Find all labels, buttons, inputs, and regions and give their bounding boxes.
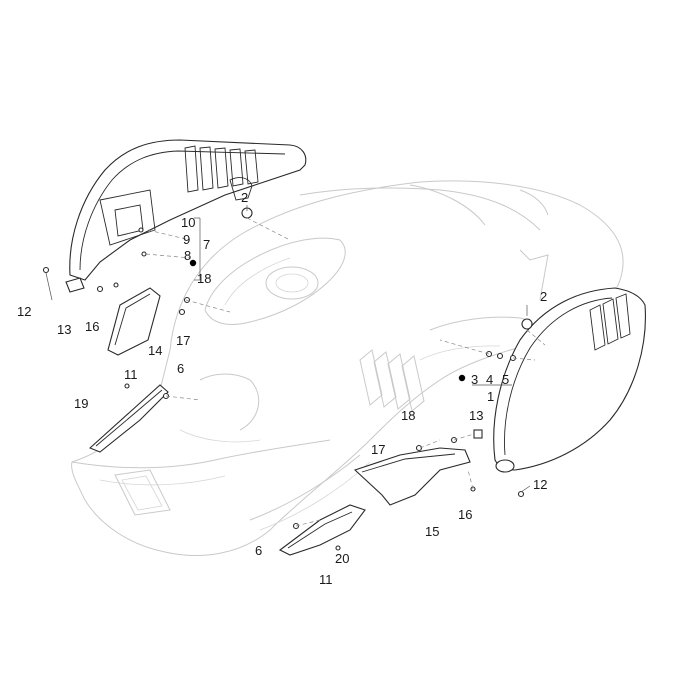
body-vents bbox=[359, 349, 425, 412]
screw-12b bbox=[517, 490, 525, 498]
screw-11a bbox=[124, 383, 130, 389]
dot-1 bbox=[458, 374, 466, 382]
callout-14: 14 bbox=[148, 343, 162, 358]
callout-13: 13 bbox=[57, 322, 71, 337]
clip-17b bbox=[415, 444, 423, 452]
part-19-trim bbox=[88, 384, 169, 453]
callout-6: 6 bbox=[255, 543, 262, 558]
callout-labels: 2 10 9 7 8 18 12 13 16 14 17 11 6 19 2 3… bbox=[17, 190, 547, 587]
screw-12a bbox=[42, 266, 50, 274]
callout-16: 16 bbox=[85, 319, 99, 334]
callout-18: 18 bbox=[197, 271, 211, 286]
right-panel-vents bbox=[589, 293, 631, 351]
part-15-trim bbox=[353, 447, 471, 506]
callout-11: 11 bbox=[319, 572, 333, 587]
washer-4 bbox=[496, 352, 504, 360]
callout-11: 11 bbox=[124, 367, 138, 382]
right-side-panel bbox=[493, 287, 646, 473]
callout-2: 2 bbox=[241, 190, 248, 205]
callout-15: 15 bbox=[425, 524, 439, 539]
callout-4: 4 bbox=[486, 372, 493, 387]
callout-10: 10 bbox=[181, 215, 195, 230]
part-14-trim bbox=[107, 287, 161, 356]
washer-9 bbox=[138, 227, 144, 233]
callout-12: 12 bbox=[17, 304, 31, 319]
callout-9: 9 bbox=[183, 232, 190, 247]
part-20-trim bbox=[278, 504, 366, 556]
grommet-2b bbox=[521, 318, 533, 330]
hardware bbox=[42, 207, 533, 551]
clip-13a bbox=[96, 285, 104, 293]
callout-8: 8 bbox=[184, 248, 191, 263]
leader-lines bbox=[45, 205, 546, 527]
callout-20: 20 bbox=[335, 551, 349, 566]
callout-17: 17 bbox=[371, 442, 385, 457]
callout-16: 16 bbox=[458, 507, 472, 522]
screw-11b bbox=[335, 545, 341, 551]
screw-16a bbox=[113, 282, 119, 288]
callout-12: 12 bbox=[533, 477, 547, 492]
callout-2: 2 bbox=[540, 289, 547, 304]
callout-5: 5 bbox=[502, 372, 509, 387]
callout-1: 1 bbox=[487, 389, 494, 404]
callout-17: 17 bbox=[176, 333, 190, 348]
callout-13: 13 bbox=[469, 408, 483, 423]
callout-18: 18 bbox=[401, 408, 415, 423]
callout-3: 3 bbox=[471, 372, 478, 387]
right-panel-mount bbox=[495, 459, 515, 473]
left-side-panel bbox=[65, 139, 307, 293]
callout-6: 6 bbox=[177, 361, 184, 376]
dot-18 bbox=[189, 259, 197, 267]
washer-8 bbox=[141, 251, 147, 257]
callout-19: 19 bbox=[74, 396, 88, 411]
left-panel-clip bbox=[65, 277, 85, 293]
clip-13b bbox=[473, 429, 483, 439]
clip-17c bbox=[178, 308, 186, 316]
callout-7: 7 bbox=[203, 237, 210, 252]
left-panel-vents bbox=[184, 145, 259, 193]
